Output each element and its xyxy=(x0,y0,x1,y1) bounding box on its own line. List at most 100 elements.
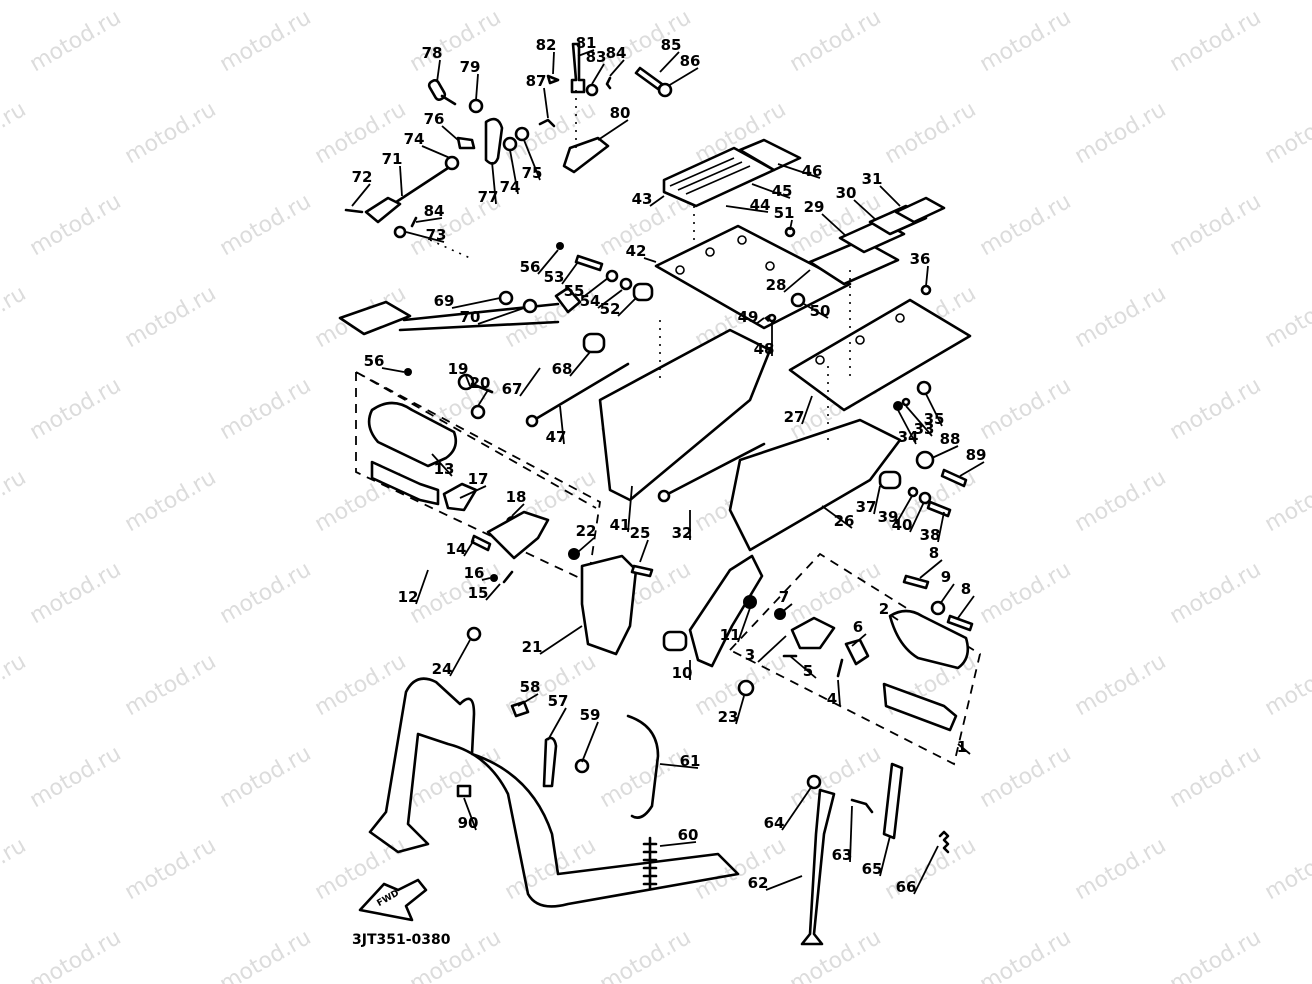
callout-58: 58 xyxy=(520,678,541,696)
callout-50: 50 xyxy=(810,302,831,320)
callout-15: 15 xyxy=(468,584,489,602)
callout-68: 68 xyxy=(552,360,573,378)
rod-32 xyxy=(662,442,766,498)
callout-23: 23 xyxy=(718,708,739,726)
callout-leader-33 xyxy=(905,405,933,437)
bolt-23 xyxy=(737,679,755,697)
callout-40: 40 xyxy=(892,516,913,534)
callout-leader-43 xyxy=(649,195,665,207)
callout-82: 82 xyxy=(536,36,557,54)
callout-leader-49 xyxy=(755,317,765,325)
callout-37: 37 xyxy=(856,498,877,516)
callout-leader-28 xyxy=(783,269,811,293)
callout-leader-67 xyxy=(519,367,541,397)
callout-leader-47 xyxy=(559,405,565,445)
callout-21: 21 xyxy=(522,638,543,656)
callout-leader-74a xyxy=(421,145,451,159)
washer-74b xyxy=(444,155,460,171)
washer-20 xyxy=(470,404,486,420)
fwd-arrow: FWD xyxy=(358,878,428,922)
washer-55 xyxy=(605,269,619,283)
callout-69: 69 xyxy=(434,292,455,310)
bolt-19 xyxy=(470,382,494,394)
spring-66 xyxy=(938,830,950,854)
callout-leader-20 xyxy=(477,389,489,407)
callout-84b: 84 xyxy=(424,202,445,220)
callout-leader-78 xyxy=(436,59,441,83)
callout-32: 32 xyxy=(672,524,693,542)
floorboard-left xyxy=(654,138,972,412)
bracket-65 xyxy=(882,762,904,840)
callout-leader-18 xyxy=(511,503,525,517)
floorboard-27 xyxy=(788,298,972,412)
bracket-21-arm xyxy=(486,510,550,560)
callout-leader-41 xyxy=(627,485,633,533)
callout-leader-84a xyxy=(609,59,625,77)
callout-leader-17 xyxy=(459,485,487,499)
pin-72 xyxy=(344,208,364,214)
callout-9: 9 xyxy=(941,568,951,586)
bushing-70 xyxy=(522,298,538,314)
callout-54: 54 xyxy=(580,292,601,310)
callout-14: 14 xyxy=(446,540,467,558)
callout-1: 1 xyxy=(957,738,967,756)
callout-39: 39 xyxy=(878,508,899,526)
callout-11: 11 xyxy=(720,626,741,644)
callout-35: 35 xyxy=(924,410,945,428)
drawing-code: 3JT351-0380 xyxy=(352,932,451,948)
callout-30: 30 xyxy=(836,184,857,202)
bushing-11 xyxy=(743,595,757,609)
callout-66: 66 xyxy=(896,878,917,896)
callout-43: 43 xyxy=(632,190,653,208)
callout-31: 31 xyxy=(862,170,883,188)
washer-40 xyxy=(918,491,932,505)
callout-88: 88 xyxy=(940,430,961,448)
callout-19: 19 xyxy=(448,360,469,378)
callout-leader-5 xyxy=(789,655,817,679)
nut-34 xyxy=(893,401,903,411)
pin-14 xyxy=(470,534,492,552)
callout-leader-69 xyxy=(451,297,501,309)
callout-leader-70 xyxy=(477,307,525,325)
callout-27: 27 xyxy=(784,408,805,426)
callout-44: 44 xyxy=(750,196,771,214)
callout-16: 16 xyxy=(464,564,485,582)
bolt-78 xyxy=(427,79,457,106)
callout-leader-74b xyxy=(509,149,519,195)
bolt-85 xyxy=(634,66,664,91)
callout-79: 79 xyxy=(460,58,481,76)
bracket-77 xyxy=(484,117,504,165)
callout-55: 55 xyxy=(564,282,585,300)
fwd-arrow-icon xyxy=(358,878,428,922)
cap-58 xyxy=(510,700,530,718)
bracket-41 xyxy=(598,328,772,502)
callout-7: 7 xyxy=(779,588,789,606)
callout-leader-44 xyxy=(725,205,769,213)
callout-leader-51 xyxy=(789,219,793,231)
callout-leader-73 xyxy=(405,231,445,243)
callout-leader-71 xyxy=(399,165,403,197)
callout-45: 45 xyxy=(772,182,793,200)
callout-leader-82 xyxy=(552,51,555,75)
footrest-rubber-13 xyxy=(367,401,458,468)
nut-56a xyxy=(556,242,564,250)
callout-leader-65 xyxy=(879,835,891,877)
callout-18: 18 xyxy=(506,488,527,506)
callout-26: 26 xyxy=(834,512,855,530)
bolt-53 xyxy=(574,254,604,272)
callout-85: 85 xyxy=(661,36,682,54)
callout-leader-34 xyxy=(897,409,917,445)
callout-77: 77 xyxy=(478,188,499,206)
linkage-3 xyxy=(790,616,836,650)
side-stand-assembly xyxy=(800,762,950,946)
callout-leader-22 xyxy=(577,537,595,553)
callout-leader-62 xyxy=(765,875,803,891)
callout-leader-13 xyxy=(431,453,453,477)
right-footrest-assembly xyxy=(662,552,982,766)
callout-leader-7 xyxy=(781,603,793,613)
callout-leader-1 xyxy=(957,743,971,755)
callout-leader-64 xyxy=(781,785,813,831)
callout-leader-79 xyxy=(475,73,479,101)
callout-17: 17 xyxy=(468,470,489,488)
